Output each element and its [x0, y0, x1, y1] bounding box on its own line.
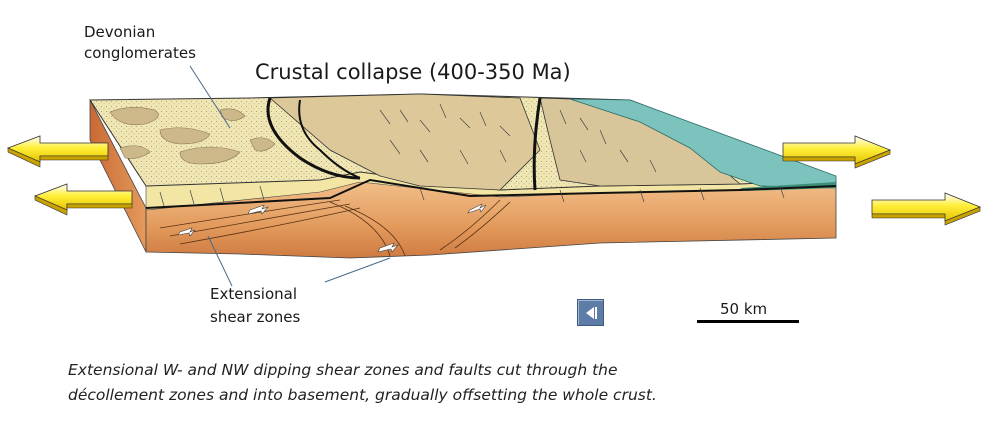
arrow-east-upper: [782, 135, 892, 169]
fault-block-central: [268, 93, 541, 191]
conglomerate-clasts: [109, 107, 276, 165]
caption-line1: Extensional W- and NW dipping shear zone…: [68, 361, 618, 379]
shear-zones-label: Extensional shear zones: [210, 283, 300, 329]
back-button[interactable]: [577, 299, 604, 326]
slip-arrows: [177, 203, 487, 253]
figure-caption: Extensional W- and NW dipping shear zone…: [68, 358, 657, 408]
arrow-west-lower: [33, 183, 133, 216]
caption-line2: décollement zones and into basement, gra…: [68, 386, 657, 404]
leader-lines: [189, 65, 391, 287]
scale-bar: [697, 320, 799, 323]
arrow-east-lower: [871, 192, 982, 226]
extension-arrows: [6, 135, 982, 226]
devonian-label-line1: Devonian: [84, 23, 156, 41]
back-bar-icon: [595, 307, 597, 319]
devonian-label-line2: conglomerates: [84, 44, 196, 62]
arrow-west-upper: [6, 135, 109, 168]
diagram-title: Crustal collapse (400-350 Ma): [255, 60, 571, 84]
fault-traces: [145, 97, 837, 209]
back-arrow-icon: [586, 307, 594, 319]
sea-strip: [569, 98, 837, 189]
devonian-conglomerates-label: Devonian conglomerates: [84, 22, 196, 64]
surface-hachures: [159, 103, 785, 207]
shear-label-line2: shear zones: [210, 308, 301, 326]
shear-label-line1: Extensional: [210, 285, 297, 303]
scale-label: 50 km: [720, 300, 768, 318]
